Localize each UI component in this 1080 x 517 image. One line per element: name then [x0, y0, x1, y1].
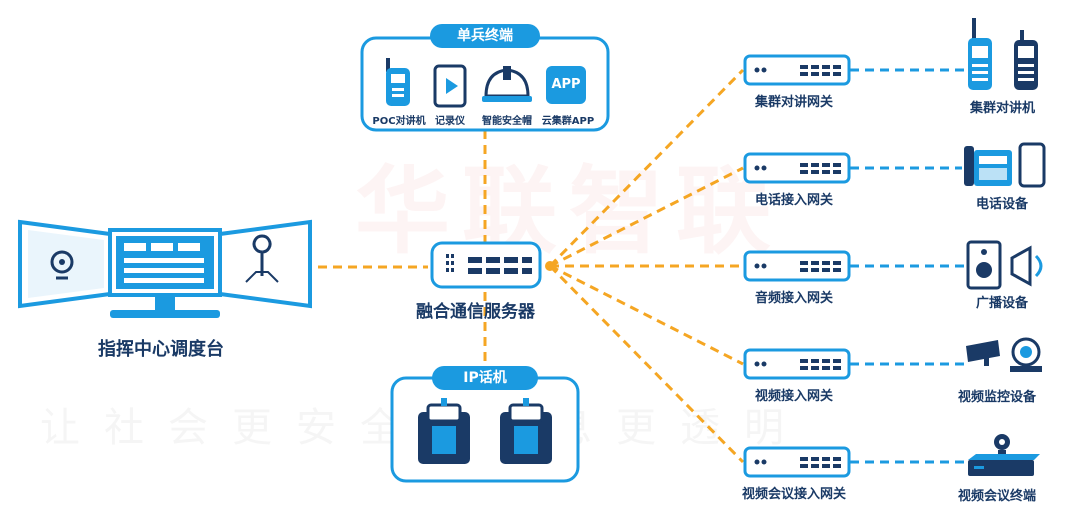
- gateway-label: 音频接入网关: [755, 291, 834, 306]
- link-server-gw1: [548, 68, 745, 268]
- app-glyph: APP: [551, 77, 581, 92]
- soldier-item-label: 云集群APP: [541, 116, 595, 127]
- recorder-icon: [433, 64, 467, 108]
- dispatch-console-icon: [18, 219, 312, 318]
- soldier-item-label: POC对讲机: [372, 116, 426, 127]
- gateway-label: 视频会议接入网关: [742, 487, 847, 502]
- cctv-camera-icon: [966, 337, 1042, 372]
- dispatch-label: 指挥中心调度台: [98, 339, 224, 360]
- device-label: 广播设备: [976, 296, 1029, 311]
- device-label: 视频会议终端: [958, 489, 1037, 504]
- gateway-device-icon: [743, 250, 851, 282]
- gateway-device-icon: [743, 348, 851, 380]
- device-label: 视频监控设备: [958, 390, 1037, 405]
- link-server-gw2: [549, 166, 744, 268]
- app-icon: [546, 66, 586, 104]
- soldier-item-label: 智能安全帽: [482, 116, 532, 127]
- speaker-icon: [966, 240, 1043, 290]
- soldier-terminal-title: 单兵终端: [430, 24, 540, 48]
- telephone-icon: [964, 142, 1046, 188]
- soldier-item-label: 记录仪: [435, 116, 465, 127]
- link-server-gw4: [549, 264, 744, 366]
- device-label: 电话设备: [976, 197, 1029, 212]
- gateway-label: 集群对讲网关: [755, 95, 834, 110]
- device-label: 集群对讲机: [970, 101, 1036, 116]
- gateway-label: 视频接入网关: [755, 389, 834, 404]
- watermark-brand: 华联智联: [355, 157, 784, 267]
- gateway-device-icon: [743, 152, 851, 184]
- video-conference-icon: [968, 434, 1040, 476]
- ip-phone-icon: [500, 398, 552, 464]
- gateway-label: 电话接入网关: [755, 193, 834, 208]
- two-way-radio-icon: [968, 18, 1038, 90]
- link-server-gw5: [548, 264, 745, 464]
- ip-phone-title: IP话机: [432, 366, 538, 390]
- gateway-device-icon: [743, 54, 851, 86]
- helmet-icon: [482, 66, 532, 102]
- server-icon: [430, 241, 542, 289]
- walkie-talkie-icon: [386, 58, 410, 106]
- server-label: 融合通信服务器: [416, 302, 535, 322]
- gateway-device-icon: [743, 446, 851, 478]
- ip-phone-icon: [418, 398, 470, 464]
